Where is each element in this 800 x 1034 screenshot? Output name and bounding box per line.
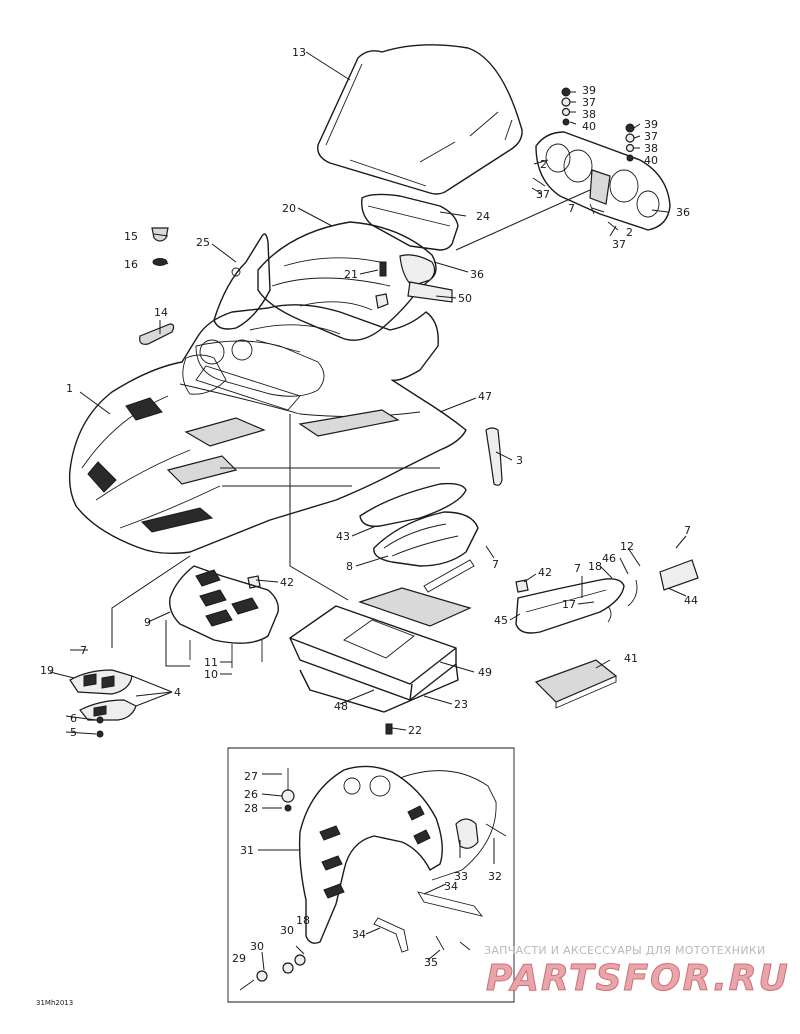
callout-31: 31 xyxy=(240,844,254,857)
callout-18: 18 xyxy=(588,560,602,573)
callout-19: 19 xyxy=(40,664,54,677)
callout-32: 32 xyxy=(488,870,502,883)
watermark-logo: PARTSFOR.RU xyxy=(486,958,790,999)
callout-23: 23 xyxy=(454,698,468,711)
callout-12: 12 xyxy=(620,540,634,553)
callout-28: 28 xyxy=(244,802,258,815)
callout-37-left: 37 xyxy=(536,188,550,201)
gauge-support-part xyxy=(361,193,459,251)
callout-33: 33 xyxy=(454,870,468,883)
callout-22: 22 xyxy=(408,724,422,737)
callout-48: 48 xyxy=(334,700,348,713)
callout-36-bezel: 36 xyxy=(676,206,690,219)
callout-38-right: 38 xyxy=(644,142,658,155)
callout-45: 45 xyxy=(494,614,508,627)
callout-43: 43 xyxy=(336,530,350,543)
callout-14: 14 xyxy=(154,306,168,319)
callout-16: 16 xyxy=(124,258,138,271)
hood-body-part xyxy=(68,304,467,555)
callout-6: 6 xyxy=(70,712,77,725)
leader-lines xyxy=(49,51,687,971)
callout-17: 17 xyxy=(562,598,576,611)
callout-5: 5 xyxy=(70,726,77,739)
callout-21: 21 xyxy=(344,268,358,281)
callout-10: 10 xyxy=(204,668,218,681)
callout-50: 50 xyxy=(458,292,472,305)
callout-46: 46 xyxy=(602,552,616,565)
console-part xyxy=(257,221,453,341)
callout-4: 4 xyxy=(174,686,181,699)
callout-11: 11 xyxy=(204,656,218,669)
callout-40-right: 40 xyxy=(644,154,658,167)
callout-39-right: 39 xyxy=(644,118,658,131)
callout-7-center: 7 xyxy=(492,558,499,571)
callout-37-right-stack: 37 xyxy=(644,130,658,143)
callout-25: 25 xyxy=(196,236,210,249)
callout-30-upper: 30 xyxy=(280,924,294,937)
detail-inset xyxy=(227,747,515,1003)
callout-34-left: 34 xyxy=(352,928,366,941)
callout-labels: 13 20 24 25 15 16 14 21 36 50 1 47 3 43 … xyxy=(36,46,698,1007)
callout-18-inset: 18 xyxy=(296,914,310,927)
small-fasteners xyxy=(139,227,389,345)
visor-part xyxy=(213,233,271,330)
callout-7-far-right: 7 xyxy=(684,524,691,537)
callout-35: 35 xyxy=(424,956,438,969)
drawing-code: 31Mh2013 xyxy=(36,999,73,1007)
callout-44: 44 xyxy=(684,594,698,607)
callout-40-left: 40 xyxy=(582,120,596,133)
callout-29: 29 xyxy=(232,952,246,965)
callout-27: 27 xyxy=(244,770,258,783)
callout-3: 3 xyxy=(516,454,523,467)
callout-9: 9 xyxy=(144,616,151,629)
callout-7-right: 7 xyxy=(574,562,581,575)
callout-1: 1 xyxy=(66,382,73,395)
callout-30-lower: 30 xyxy=(250,940,264,953)
callout-49: 49 xyxy=(478,666,492,679)
callout-2-right: 2 xyxy=(626,226,633,239)
callout-42-right: 42 xyxy=(538,566,552,579)
air-silencer-parts xyxy=(289,587,472,735)
windshield-part xyxy=(317,44,523,195)
watermark: ЗАПЧАСТИ И АКСЕССУАРЫ ДЛЯ МОТОТЕХНИКИ PA… xyxy=(484,944,790,1000)
callout-34-right: 34 xyxy=(444,880,458,893)
watermark-caption: ЗАПЧАСТИ И АКСЕССУАРЫ ДЛЯ МОТОТЕХНИКИ xyxy=(484,944,766,957)
callout-42-left: 42 xyxy=(280,576,294,589)
callout-37-left-stack: 37 xyxy=(582,96,596,109)
callout-26: 26 xyxy=(244,788,258,801)
right-side-parts xyxy=(247,427,699,709)
callout-36-console: 36 xyxy=(470,268,484,281)
callout-39-left: 39 xyxy=(582,84,596,97)
callout-7-top: 7 xyxy=(568,202,575,215)
callout-2-left: 2 xyxy=(540,158,547,171)
callout-7-left: 7 xyxy=(80,644,87,657)
callout-41: 41 xyxy=(624,652,638,665)
left-lower-parts xyxy=(69,565,279,738)
callout-15: 15 xyxy=(124,230,138,243)
callout-20: 20 xyxy=(282,202,296,215)
callout-47: 47 xyxy=(478,390,492,403)
callout-37-right: 37 xyxy=(612,238,626,251)
callout-24: 24 xyxy=(476,210,490,223)
callout-13: 13 xyxy=(292,46,306,59)
callout-8: 8 xyxy=(346,560,353,573)
callout-38-left: 38 xyxy=(582,108,596,121)
